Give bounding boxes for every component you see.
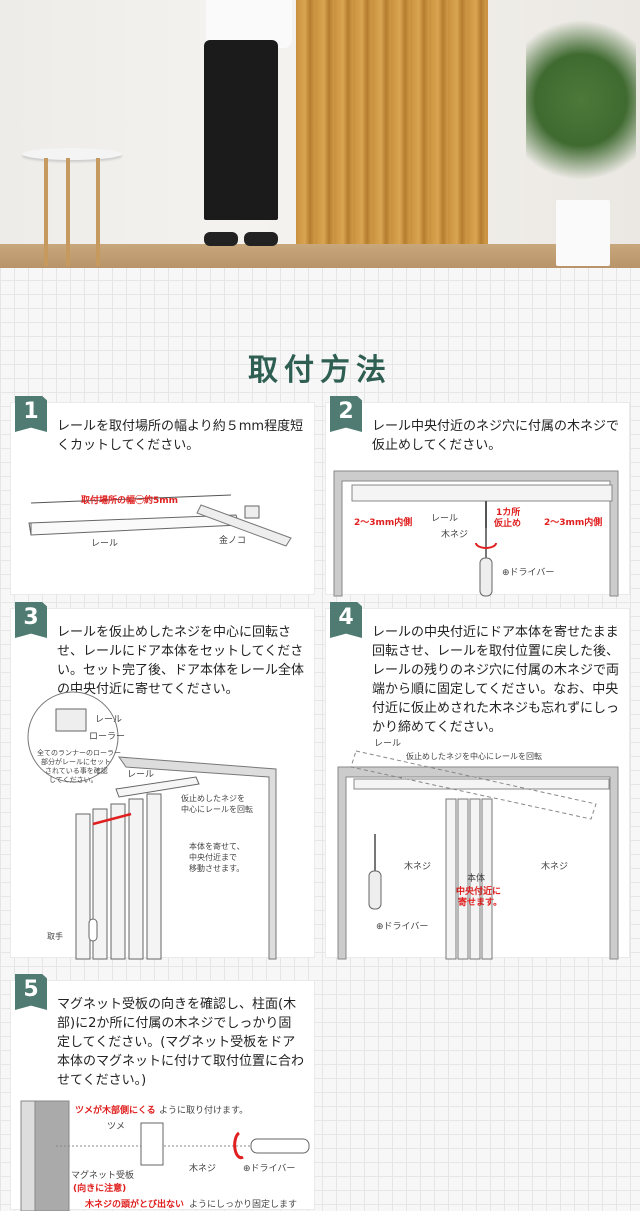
- step-number: 2: [330, 396, 362, 432]
- claw-red-text: ツメが木部側にくる: [75, 1104, 156, 1116]
- driver-label: ⊕ドライバー: [502, 567, 554, 578]
- accordion-door: [296, 0, 488, 244]
- rail-label: レール: [431, 514, 458, 524]
- step-text: レールの中央付近にドア本体を寄せたまま回転させ、レールを取付位置に戻した後、レー…: [372, 625, 620, 735]
- step-text: マグネット受板の向きを確認し、柱面(木部)に2か所に付属の木ネジでしっかり固定し…: [57, 997, 305, 1088]
- step-4: 4 レールの中央付近にドア本体を寄せたまま回転させ、レールを取付位置に戻した後、…: [325, 602, 630, 960]
- step-number: 5: [15, 974, 47, 1010]
- handle-label: 取手: [47, 931, 63, 941]
- screw-label: 木ネジ: [189, 1162, 216, 1174]
- step-number: 1: [15, 396, 47, 432]
- magnet-plate-illustration: ツメが木部側にくる ように取り付けます。 ツメ マグネット受板 (向きに注意) …: [20, 1100, 310, 1211]
- screw-left-label: 木ネジ: [404, 860, 431, 872]
- rotate-label: 仮止めしたネジを中心にレールを回転: [406, 751, 542, 761]
- plant-pot: [556, 200, 610, 266]
- table-leg: [96, 158, 100, 266]
- center-label-1: 中央付近に: [456, 885, 501, 897]
- saw-label: 金ノコ: [219, 534, 246, 546]
- roller-label: ローラー: [89, 731, 125, 742]
- table-leg: [44, 158, 48, 266]
- driver-label: ⊕ドライバー: [243, 1163, 295, 1174]
- slipper: [244, 232, 278, 246]
- rail-screw-illustration: 2～3mm内側 2～3mm内側 レール 木ネジ 1カ所 仮止め ⊕ドライバー: [333, 470, 619, 597]
- door-set-illustration: レール ローラー 全てのランナーのローラー 部分がレールにセット されている事を…: [27, 691, 277, 960]
- driver-label: ⊕ドライバー: [376, 921, 428, 932]
- right-gap-label: 2～3mm内側: [544, 516, 602, 528]
- person-legs: [204, 40, 278, 220]
- rail-fix-illustration: レール 仮止めしたネジを中心にレールを回転 木ネジ 木ネジ 本体 中央付近に 寄…: [337, 739, 619, 960]
- move-label-2: 中央付近まで: [189, 852, 237, 862]
- step-number: 3: [15, 602, 47, 638]
- center-label-2: 寄せます。: [458, 896, 502, 908]
- step-number: 4: [330, 602, 362, 638]
- screw-label: 木ネジ: [441, 528, 468, 540]
- screw-right-label: 木ネジ: [541, 860, 568, 872]
- side-table: [22, 148, 122, 160]
- step-5: 5 マグネット受板の向きを確認し、柱面(木部)に2か所に付属の木ネジでしっかり固…: [10, 974, 315, 1211]
- claw-label: ツメ: [107, 1122, 125, 1132]
- width-label: 取付場所の幅㊀約5mm: [81, 494, 178, 506]
- move-label-1: 本体を寄せて、: [189, 841, 245, 851]
- rail-label: レール: [127, 770, 154, 780]
- callout-rail-label: レール: [95, 715, 122, 725]
- step-3: 3 レールを仮止めしたネジを中心に回転させ、レールにドア本体をセットしてください…: [10, 602, 315, 960]
- floor: [0, 244, 640, 268]
- rail-label: レール: [374, 739, 401, 749]
- step-text: レール中央付近のネジ穴に付属の木ネジで仮止めしてください。: [372, 419, 620, 453]
- left-gap-label: 2～3mm内側: [354, 516, 412, 528]
- step-1: 1 レールを取付場所の幅より約５mm程度短くカットしてください。 取付場所の幅㊀…: [10, 396, 315, 595]
- note-line-4: してください。: [49, 776, 98, 784]
- note-line-1: 全てのランナーのローラー: [37, 748, 121, 757]
- rail-cut-illustration: 取付場所の幅㊀約5mm レール 金ノコ: [28, 494, 292, 549]
- table-leg: [66, 158, 70, 266]
- page-title: 取付方法: [248, 353, 392, 388]
- step-text: レールを取付場所の幅より約５mm程度短くカットしてください。: [57, 419, 304, 453]
- move-label-3: 移動させます。: [189, 863, 244, 873]
- plant: [526, 0, 636, 200]
- rail-label: レール: [91, 539, 118, 549]
- step-2: 2 レール中央付近のネジ穴に付属の木ネジで仮止めしてください。 2～3mm内側 …: [325, 396, 630, 597]
- note-line-2: 部分がレールにセット: [41, 757, 111, 766]
- rotate-label-2: 中心にレールを回転: [181, 804, 253, 814]
- product-photo: [0, 0, 640, 268]
- plate-label: マグネット受板: [71, 1169, 134, 1181]
- caution-label: (向きに注意): [73, 1182, 126, 1194]
- body-label: 本体: [467, 872, 485, 884]
- slipper: [204, 232, 238, 246]
- temp-label-1: 1カ所: [496, 506, 520, 518]
- temp-label-2: 仮止め: [493, 517, 521, 529]
- step-text: レールを仮止めしたネジを中心に回転させ、レールにドア本体をセットしてください。セ…: [57, 625, 305, 697]
- rotate-label-1: 仮止めしたネジを: [181, 793, 245, 803]
- claw-rest-text: ように取り付けます。: [159, 1105, 248, 1116]
- note-line-3: されている事を確認: [45, 766, 108, 775]
